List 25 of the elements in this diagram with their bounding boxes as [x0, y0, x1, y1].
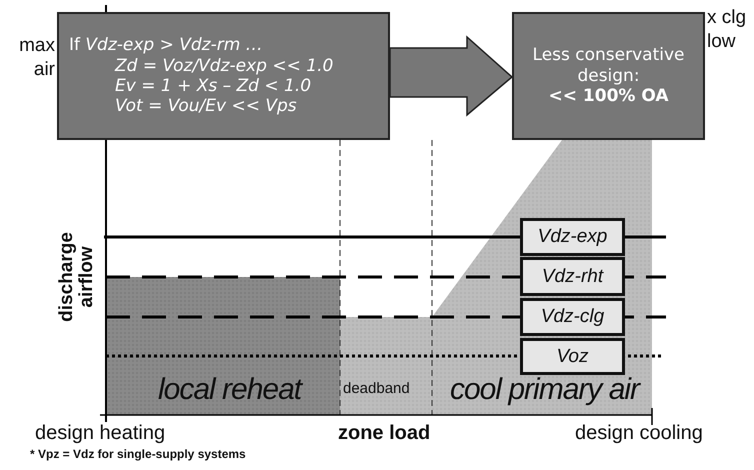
axis-label: max	[18, 36, 55, 56]
formula-text: If Vdz-exp > Vdz-rm …	[69, 35, 263, 56]
formula-text: Vot = Vou/Ev << Vps	[114, 96, 297, 117]
axis-label: low	[707, 32, 736, 52]
footnote: * Vpz = Vdz for single-supply systems	[30, 448, 246, 461]
region-label: cool primary air	[450, 374, 640, 406]
region-label: local reheat	[158, 374, 302, 406]
result-box	[512, 12, 705, 140]
axis-title: zone load	[338, 423, 430, 444]
axis-label: x clg	[707, 8, 746, 28]
airflow-value-box: Vdz-clg	[520, 298, 625, 336]
axis-label: design heating	[35, 423, 166, 444]
condition-box	[57, 12, 390, 140]
airflow-value-box: Voz	[520, 338, 625, 375]
formula-text: Zd = Voz/Vdz-exp << 1.0	[114, 56, 334, 76]
airflow-value-box: Vdz-exp	[520, 218, 625, 256]
result-text: Less conservative design:	[532, 45, 686, 86]
axis-title: discharge airflow	[57, 231, 97, 324]
region-label: deadband	[343, 381, 410, 397]
axis-label: air	[32, 60, 55, 80]
airflow-value-box: Vdz-rht	[520, 257, 625, 296]
result-text: << 100% OA	[548, 86, 668, 107]
axis-label: design cooling	[575, 423, 703, 444]
block-arrow	[389, 35, 514, 117]
formula-text: Ev = 1 + Xs – Zd < 1.0	[114, 76, 312, 96]
